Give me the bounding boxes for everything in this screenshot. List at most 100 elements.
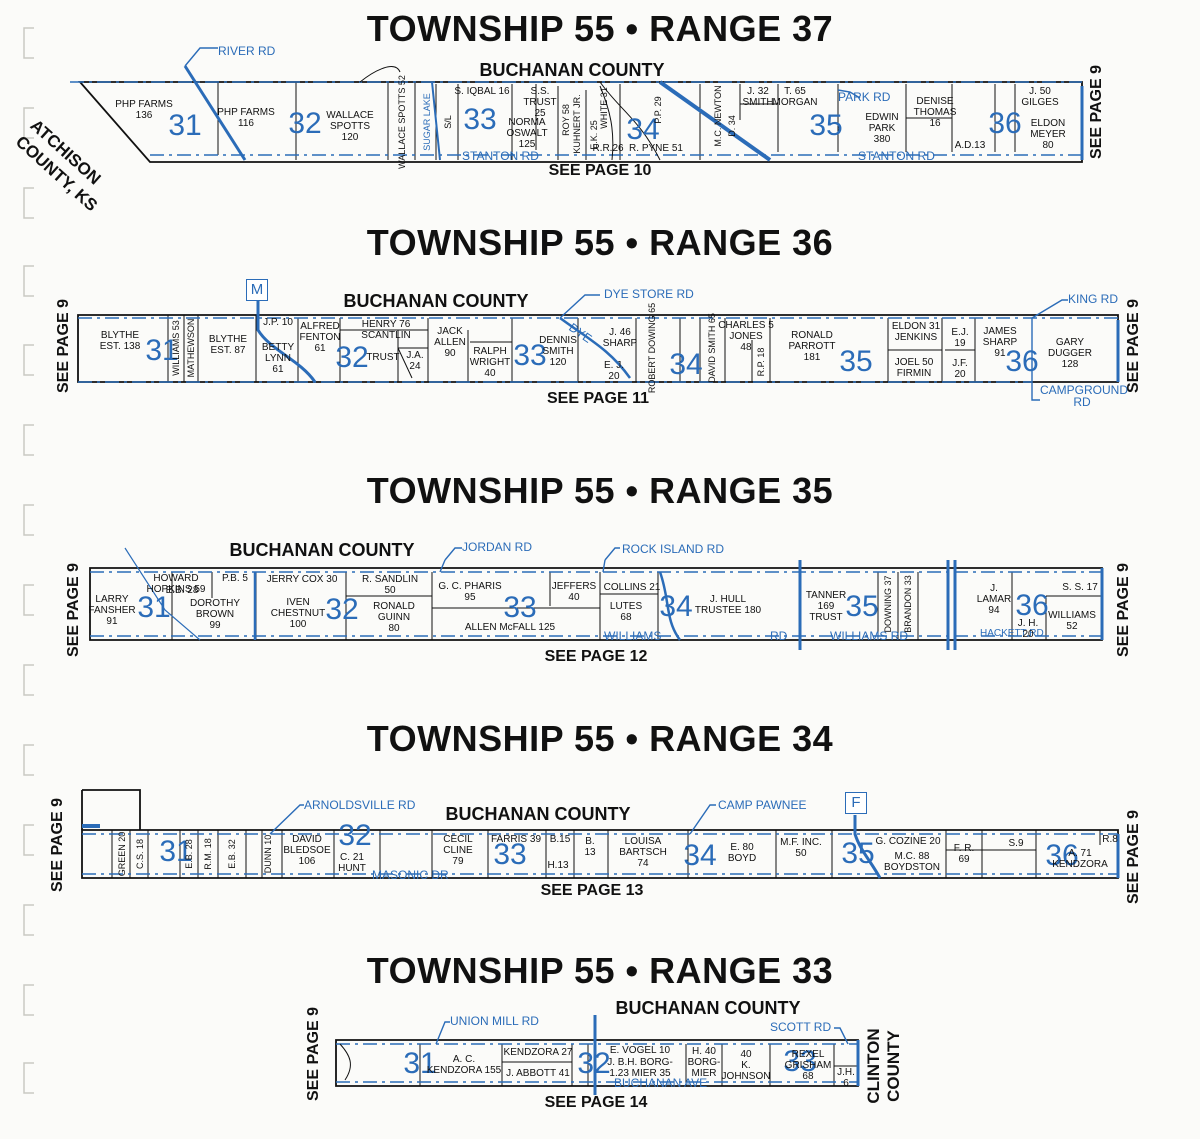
road-label: KING RD bbox=[1068, 292, 1119, 306]
section-number: 34 bbox=[683, 839, 717, 872]
binding-holes bbox=[23, 27, 34, 1094]
owner-label: R. SANDLIN 50 bbox=[361, 574, 419, 596]
road-label: ARNOLDSVILLE RD bbox=[304, 798, 416, 812]
owner-label: JACK ALLEN 90 bbox=[434, 326, 466, 359]
section-number: 33 bbox=[463, 103, 497, 136]
county-label: BUCHANAN COUNTY bbox=[445, 804, 631, 824]
owner-label: G. COZINE 20 bbox=[875, 836, 941, 847]
road-label: HACKETT RD bbox=[980, 628, 1044, 639]
county-label: BUCHANAN COUNTY bbox=[479, 60, 665, 80]
owner-label: WILLIAMS 52 bbox=[1048, 610, 1096, 632]
county-label: BUCHANAN COUNTY bbox=[343, 291, 529, 311]
owner-label: S. IQBAL 16 bbox=[454, 86, 510, 97]
owner-label: S.S. TRUST 25 bbox=[523, 86, 557, 119]
map-title: TOWNSHIP 55 • RANGE 36 bbox=[366, 222, 834, 263]
owner-label: PHP FARMS 136 bbox=[115, 99, 173, 121]
owner-label: WALLACE SPOTTS 120 bbox=[326, 110, 374, 143]
road-label: ROCK ISLAND RD bbox=[622, 542, 725, 556]
section-number: 35 bbox=[841, 837, 875, 870]
owner-label: R.R.26 bbox=[592, 143, 624, 154]
owner-label: R.8 bbox=[1102, 834, 1118, 845]
owner-label: P.B. 5 bbox=[222, 573, 248, 584]
owner-label: J. HULL TRUSTEE 180 bbox=[694, 594, 762, 616]
owner-label: CECIL CLINE 79 bbox=[443, 834, 473, 867]
section-number: 32 bbox=[335, 341, 369, 374]
owner-label: T. 65 MORGAN bbox=[772, 86, 818, 108]
section-number: 34 bbox=[659, 590, 693, 623]
owner-label: BETTY LYNN 61 bbox=[261, 342, 295, 375]
owner-label: COLLINS 21 bbox=[603, 582, 661, 593]
see-page-below: SEE PAGE 10 bbox=[548, 162, 652, 179]
county-label: BUCHANAN COUNTY bbox=[615, 998, 801, 1018]
map-title: TOWNSHIP 55 • RANGE 33 bbox=[366, 950, 834, 991]
owner-label: A. 71 KENDZORA bbox=[1052, 848, 1108, 870]
owner-label: M.C. 88 BOYDSTON bbox=[884, 851, 940, 873]
owner-label: A. C. KENDZORA 155 bbox=[426, 1054, 502, 1076]
owner-label: NORMA OSWALT 125 bbox=[506, 117, 548, 150]
owner-label: TRUST bbox=[366, 352, 400, 363]
road-label: SCOTT RD bbox=[770, 1020, 832, 1034]
owner-label: J. H. 20 bbox=[1017, 618, 1039, 640]
owner-label: RONALD GUINN 80 bbox=[373, 601, 415, 634]
owner-label: E. 80 BOYD bbox=[727, 842, 757, 864]
owner-label: J. ABBOTT 41 bbox=[506, 1068, 570, 1079]
owner-label: B.15 bbox=[549, 834, 571, 845]
owner-label: G. C. PHARIS 95 bbox=[438, 581, 502, 603]
owner-label: IVEN CHESTNUT 100 bbox=[270, 597, 326, 630]
owner-label: BLYTHE EST. 87 bbox=[208, 334, 248, 356]
county-label: BUCHANAN COUNTY bbox=[229, 540, 415, 560]
owner-label: E.J. 19 bbox=[951, 327, 969, 349]
road-label: CAMPGROUND RD bbox=[1040, 383, 1129, 409]
owner-label: A.D.13 bbox=[954, 140, 986, 151]
see-page-below: SEE PAGE 14 bbox=[544, 1094, 648, 1111]
road-label: WILLIAMS bbox=[604, 629, 662, 643]
owner-label: DENISE THOMAS 16 bbox=[913, 96, 957, 129]
section-number: 33 bbox=[503, 591, 537, 624]
owner-label: DENNIS SMITH 120 bbox=[539, 335, 577, 368]
owner-label: KENDZORA 27 bbox=[503, 1047, 573, 1058]
section-number: 32 bbox=[288, 107, 322, 140]
section-number: 31 bbox=[137, 591, 171, 624]
owner-label: J. 46 SHARP bbox=[602, 327, 638, 349]
owner-label: TANNER 169 TRUST bbox=[805, 590, 847, 623]
owner-label: GARY DUGGER 128 bbox=[1048, 337, 1092, 370]
owner-label: LOUISA BARTSCH 74 bbox=[619, 836, 667, 869]
owner-label: M.F. INC. 50 bbox=[780, 837, 822, 859]
road-label: WILLIAMS RD bbox=[830, 629, 909, 643]
owner-label: C. 21 HUNT bbox=[338, 852, 366, 874]
road-label: CAMP PAWNEE bbox=[718, 798, 807, 812]
road-label: UNION MILL RD bbox=[450, 1014, 539, 1028]
section-number: 31 bbox=[145, 334, 179, 367]
owner-label: FARRIS 39 bbox=[490, 834, 542, 845]
owner-label: J.H. 6 bbox=[837, 1067, 855, 1089]
owner-label: ELDON 31 JENKINS bbox=[891, 321, 941, 343]
owner-label: RALPH WRIGHT 40 bbox=[469, 346, 511, 379]
road-label: STANTON RD bbox=[858, 149, 935, 163]
owner-label: J.A. 24 bbox=[406, 350, 424, 372]
owner-label: J. 32 SMITH bbox=[742, 86, 774, 108]
section-number: 31 bbox=[168, 109, 202, 142]
marker-box: F bbox=[845, 792, 867, 814]
owner-label: JEFFERS 40 bbox=[551, 581, 597, 603]
section-number: 32 bbox=[338, 819, 372, 852]
section-number: 36 bbox=[1005, 345, 1039, 378]
section-number: 33 bbox=[783, 1045, 817, 1078]
road-label: RD bbox=[770, 629, 788, 643]
section-number: 35 bbox=[845, 590, 879, 623]
section-number: 34 bbox=[669, 348, 703, 381]
owner-label: R. PYNE 51 bbox=[629, 143, 683, 154]
road-label: DYE STORE RD bbox=[604, 287, 694, 301]
owner-label: RONALD PARROTT 181 bbox=[788, 330, 836, 363]
owner-label: E. VOGEL 10 bbox=[609, 1045, 671, 1056]
map-title: TOWNSHIP 55 • RANGE 37 bbox=[366, 8, 834, 49]
owner-label: J. LAMAR 94 bbox=[976, 583, 1012, 616]
owner-label: LARRY FANSHER 91 bbox=[88, 594, 136, 627]
section-number: 34 bbox=[626, 113, 660, 146]
owner-label: PHP FARMS 116 bbox=[217, 107, 275, 129]
owner-label: ALLEN McFALL 125 bbox=[464, 622, 556, 633]
section-number: 36 bbox=[1045, 839, 1079, 872]
